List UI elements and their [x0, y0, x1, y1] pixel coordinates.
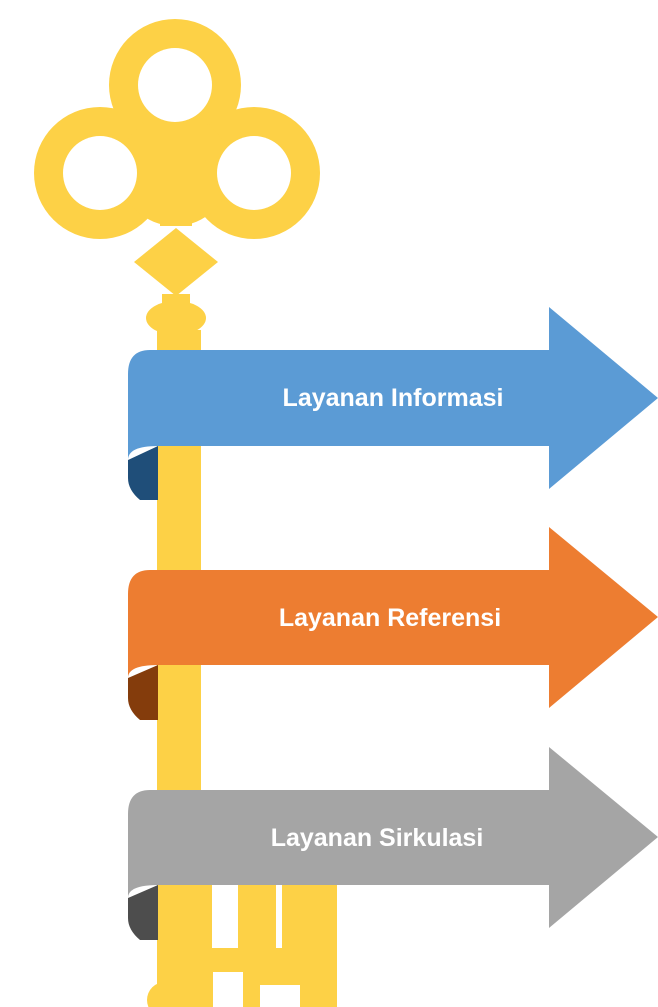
arrow-label: Layanan Referensi	[279, 604, 501, 632]
arrow-body	[128, 527, 658, 708]
arrow-fold	[128, 885, 158, 940]
arrow-fold	[128, 665, 158, 720]
arrow-layanan-sirkulasi: Layanan Sirkulasi	[128, 747, 658, 940]
arrow-body	[128, 307, 658, 489]
key-neck	[134, 139, 218, 335]
arrow-body	[128, 747, 658, 928]
arrow-label: Layanan Sirkulasi	[271, 824, 484, 852]
arrow-layanan-informasi: Layanan Informasi	[128, 307, 658, 500]
arrow-layanan-referensi: Layanan Referensi	[128, 527, 658, 720]
arrow-label: Layanan Informasi	[283, 384, 504, 412]
arrow-fold	[128, 446, 158, 500]
